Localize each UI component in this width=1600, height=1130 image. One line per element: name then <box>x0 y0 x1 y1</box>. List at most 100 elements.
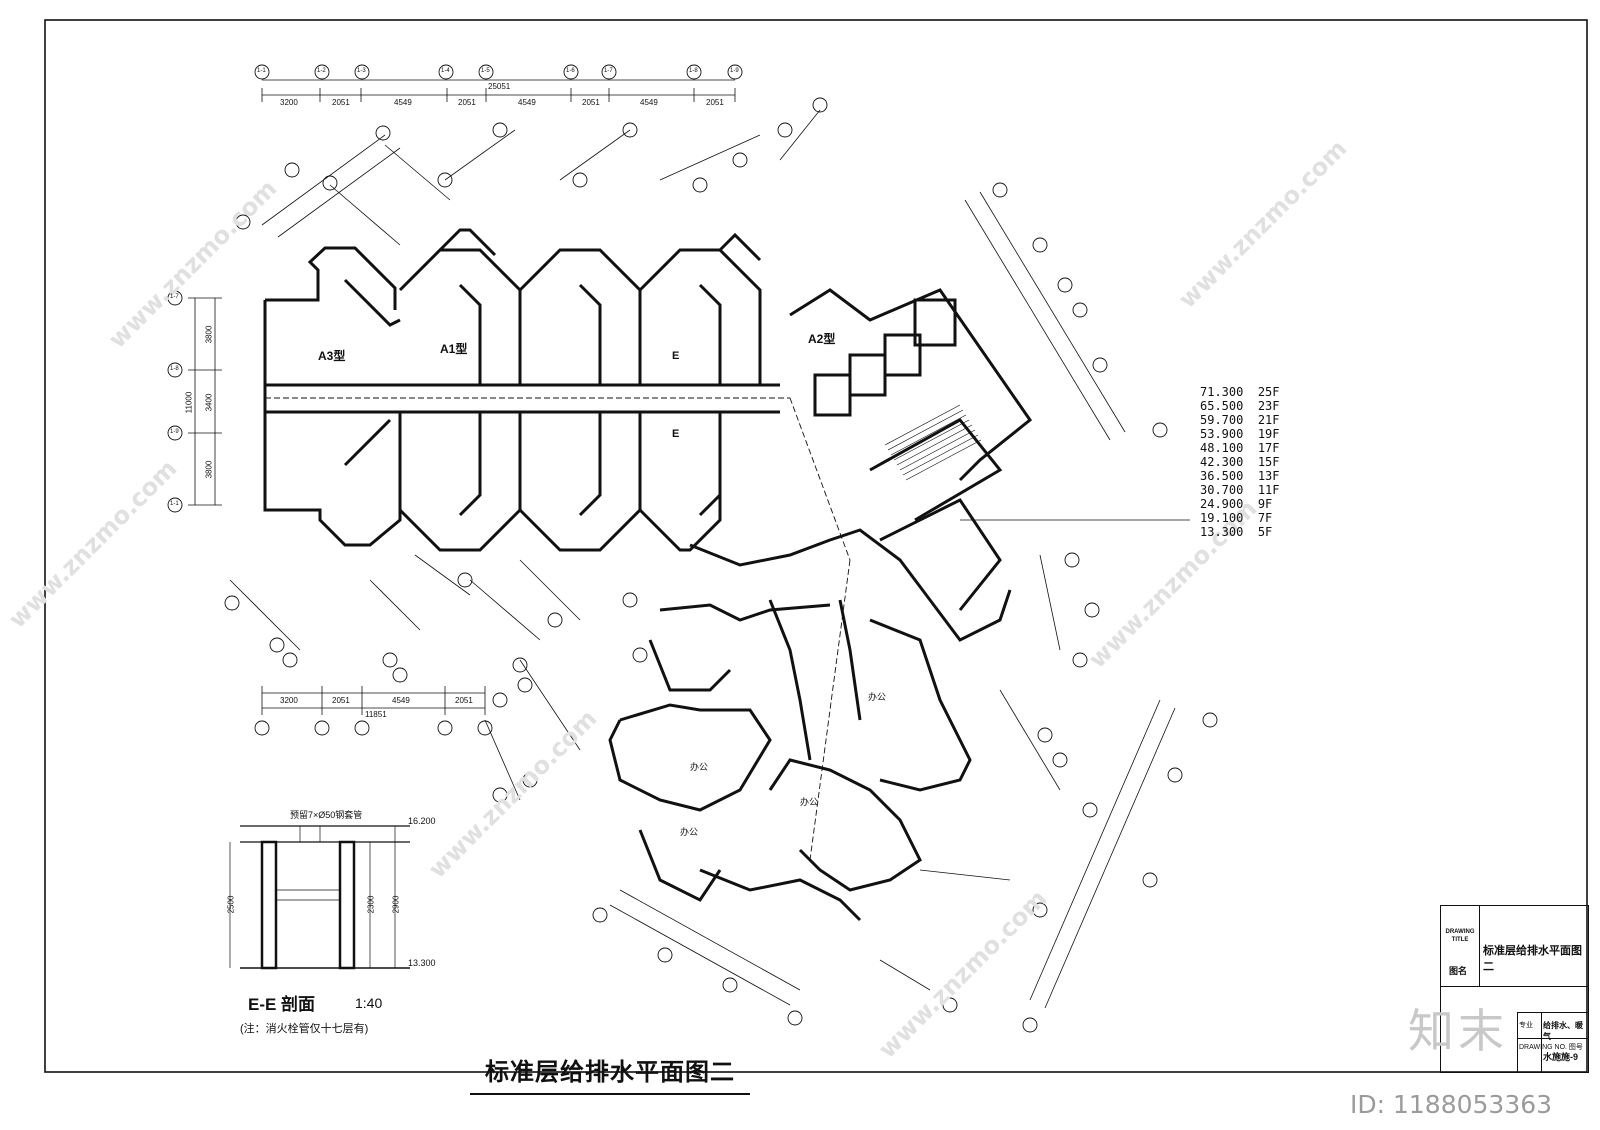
south-unit-walls <box>343 412 722 552</box>
room-label: 办公 <box>800 797 819 807</box>
level-row: 53.900 19F <box>1200 427 1280 441</box>
top-dim-6: 2051 <box>582 98 600 107</box>
title-block-no-value: 水施施-9 <box>1543 1052 1579 1062</box>
level-row: 30.700 11F <box>1200 483 1280 497</box>
level-row: 59.700 21F <box>1200 413 1280 427</box>
top-dim-5: 4549 <box>518 98 536 107</box>
level-row: 19.100 7F <box>1200 511 1280 525</box>
nw-diagonal-dimension-lines <box>261 109 821 246</box>
sw-axis-bubbles <box>224 572 648 803</box>
east-axis-bubbles <box>992 182 1218 1033</box>
level-elev: 48.100 <box>1200 441 1244 455</box>
level-floor: 17F <box>1257 441 1280 455</box>
top-dim-1: 3200 <box>280 98 298 107</box>
level-elev: 71.300 <box>1200 385 1244 399</box>
title-block-divider <box>1479 906 1480 986</box>
se-wing-walls <box>608 528 1012 922</box>
room-label: 办公 <box>680 827 699 837</box>
bottom-dim-2: 2051 <box>332 696 350 705</box>
level-elev: 19.100 <box>1200 511 1244 525</box>
top-dim-total: 25051 <box>488 82 511 91</box>
section-title: E-E 剖面 <box>248 995 316 1014</box>
nw-axis-bubbles <box>235 97 828 230</box>
title-block-info-row: 专业 给排水、暖气 DRAWING NO. 图号 水施施-9 <box>1441 986 1588 1072</box>
left-dim-2: 3400 <box>204 393 214 412</box>
title-block-drawing-name: 标准层给排水平面图二 <box>1483 945 1582 973</box>
unit-type-a3: A3型 <box>318 349 346 363</box>
level-row: 36.500 13F <box>1200 469 1280 483</box>
south-dimension-lines <box>609 869 1011 1006</box>
section-dim-2: 2300 <box>366 895 376 914</box>
level-row: 48.100 17F <box>1200 441 1280 455</box>
title-block-spec-label: 专业 <box>1519 1022 1533 1029</box>
wing-a3-walls <box>263 246 780 547</box>
floor-level-table: 71.300 25F 65.500 23F 59.700 21F 53.900 … <box>1200 385 1280 539</box>
level-row: 42.300 15F <box>1200 455 1280 469</box>
top-dim-4: 2051 <box>458 98 476 107</box>
section-note: (注：消火栓管仅十七层有) <box>240 1023 369 1035</box>
left-dim-1: 3800 <box>204 325 214 344</box>
top-axis-9: 1-9 <box>730 68 739 74</box>
section-pipe-label: 预留7×Ø50钢套管 <box>290 810 363 820</box>
left-axis-3: 1-9 <box>170 429 179 435</box>
section-scale: 1:40 <box>355 995 383 1011</box>
title-block-rule <box>1517 1012 1588 1013</box>
level-elev: 13.300 <box>1200 525 1244 539</box>
bottom-axis-bubbles <box>254 720 493 736</box>
level-floor: 11F <box>1257 483 1280 497</box>
title-block-rule <box>1517 1038 1588 1039</box>
section-dim-3: 2900 <box>391 895 401 914</box>
level-floor: 21F <box>1257 413 1280 427</box>
level-elev: 24.900 <box>1200 497 1244 511</box>
sheet-border <box>44 19 1588 1073</box>
left-axis-2: 1-8 <box>170 366 179 372</box>
unit-type-a1: A1型 <box>440 342 468 356</box>
bottom-dim-1: 3200 <box>280 696 298 705</box>
section-mark-e: E <box>672 350 680 362</box>
level-elev: 65.500 <box>1200 399 1244 413</box>
top-axis-1: 1-1 <box>257 68 266 74</box>
level-floor: 23F <box>1257 399 1280 413</box>
top-dim-8: 2051 <box>706 98 724 107</box>
left-dim-3: 3800 <box>204 460 214 479</box>
unit-type-a2: A2型 <box>808 332 836 346</box>
level-floor: 5F <box>1257 525 1273 539</box>
top-axis-bubbles <box>254 64 743 80</box>
bottom-dim-total: 11851 <box>365 710 387 719</box>
level-elev: 53.900 <box>1200 427 1244 441</box>
drawing-title: 标准层给排水平面图二 <box>470 1052 750 1095</box>
top-dim-2: 2051 <box>332 98 350 107</box>
level-elev: 36.500 <box>1200 469 1244 483</box>
south-axis-bubbles <box>592 907 958 1026</box>
level-floor: 9F <box>1257 497 1273 511</box>
level-floor: 25F <box>1257 385 1280 399</box>
title-block-spec-value: 给排水、暖气 <box>1543 1021 1583 1041</box>
north-unit-walls <box>343 228 762 385</box>
top-axis-8: 1-8 <box>689 68 698 74</box>
level-row: 13.300 5F <box>1200 525 1280 539</box>
level-elev: 30.700 <box>1200 483 1244 497</box>
level-floor: 13F <box>1257 469 1280 483</box>
room-label: 办公 <box>690 762 709 772</box>
left-axis-4: 1-1 <box>170 501 179 507</box>
top-dim-7: 4549 <box>640 98 658 107</box>
watermark-id: ID: 1188053363 <box>1350 1090 1553 1119</box>
section-e-e <box>229 825 410 970</box>
level-elev: 42.300 <box>1200 455 1244 469</box>
level-row: 24.900 9F <box>1200 497 1280 511</box>
title-block-label-en: DRAWING TITLE <box>1445 929 1475 943</box>
title-block-divider <box>1517 1012 1518 1072</box>
level-elev: 59.700 <box>1200 413 1244 427</box>
top-axis-2: 1-2 <box>317 68 326 74</box>
water-mains <box>265 397 851 861</box>
level-floor: 19F <box>1257 427 1280 441</box>
title-block: DRAWING TITLE 图名 标准层给排水平面图二 专业 给排水、暖气 DR… <box>1440 905 1589 1073</box>
top-axis-4: 1-4 <box>441 68 450 74</box>
bottom-dimension-chain <box>261 686 486 715</box>
title-block-name-row: DRAWING TITLE 图名 标准层给排水平面图二 <box>1441 906 1588 987</box>
room-label: 办公 <box>868 692 887 702</box>
section-dim-1: 2500 <box>226 895 236 914</box>
title-block-label-cn: 图名 <box>1449 966 1468 976</box>
bottom-dim-4: 2051 <box>455 696 473 705</box>
